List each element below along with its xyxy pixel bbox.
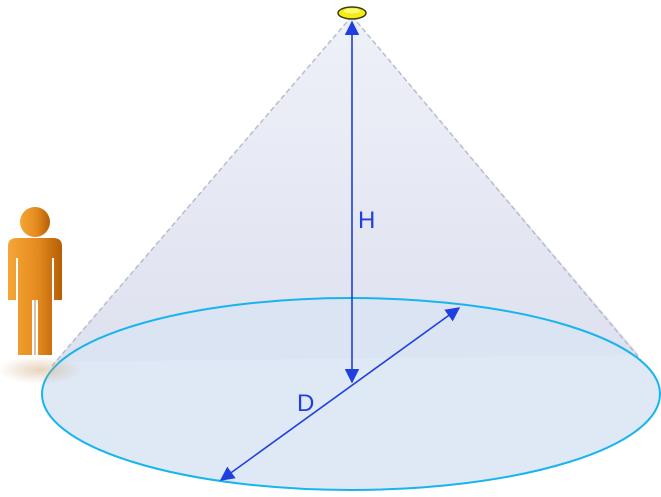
detection-floor-area [41,297,661,491]
diameter-label: D [297,390,314,417]
person-icon [8,207,62,355]
person-shadow [0,356,82,384]
ceiling-sensor-icon [337,6,367,20]
cone-right-edge [351,15,642,361]
cone-left-edge [51,15,353,367]
diameter-arrow [219,307,461,481]
height-label: H [358,207,375,234]
